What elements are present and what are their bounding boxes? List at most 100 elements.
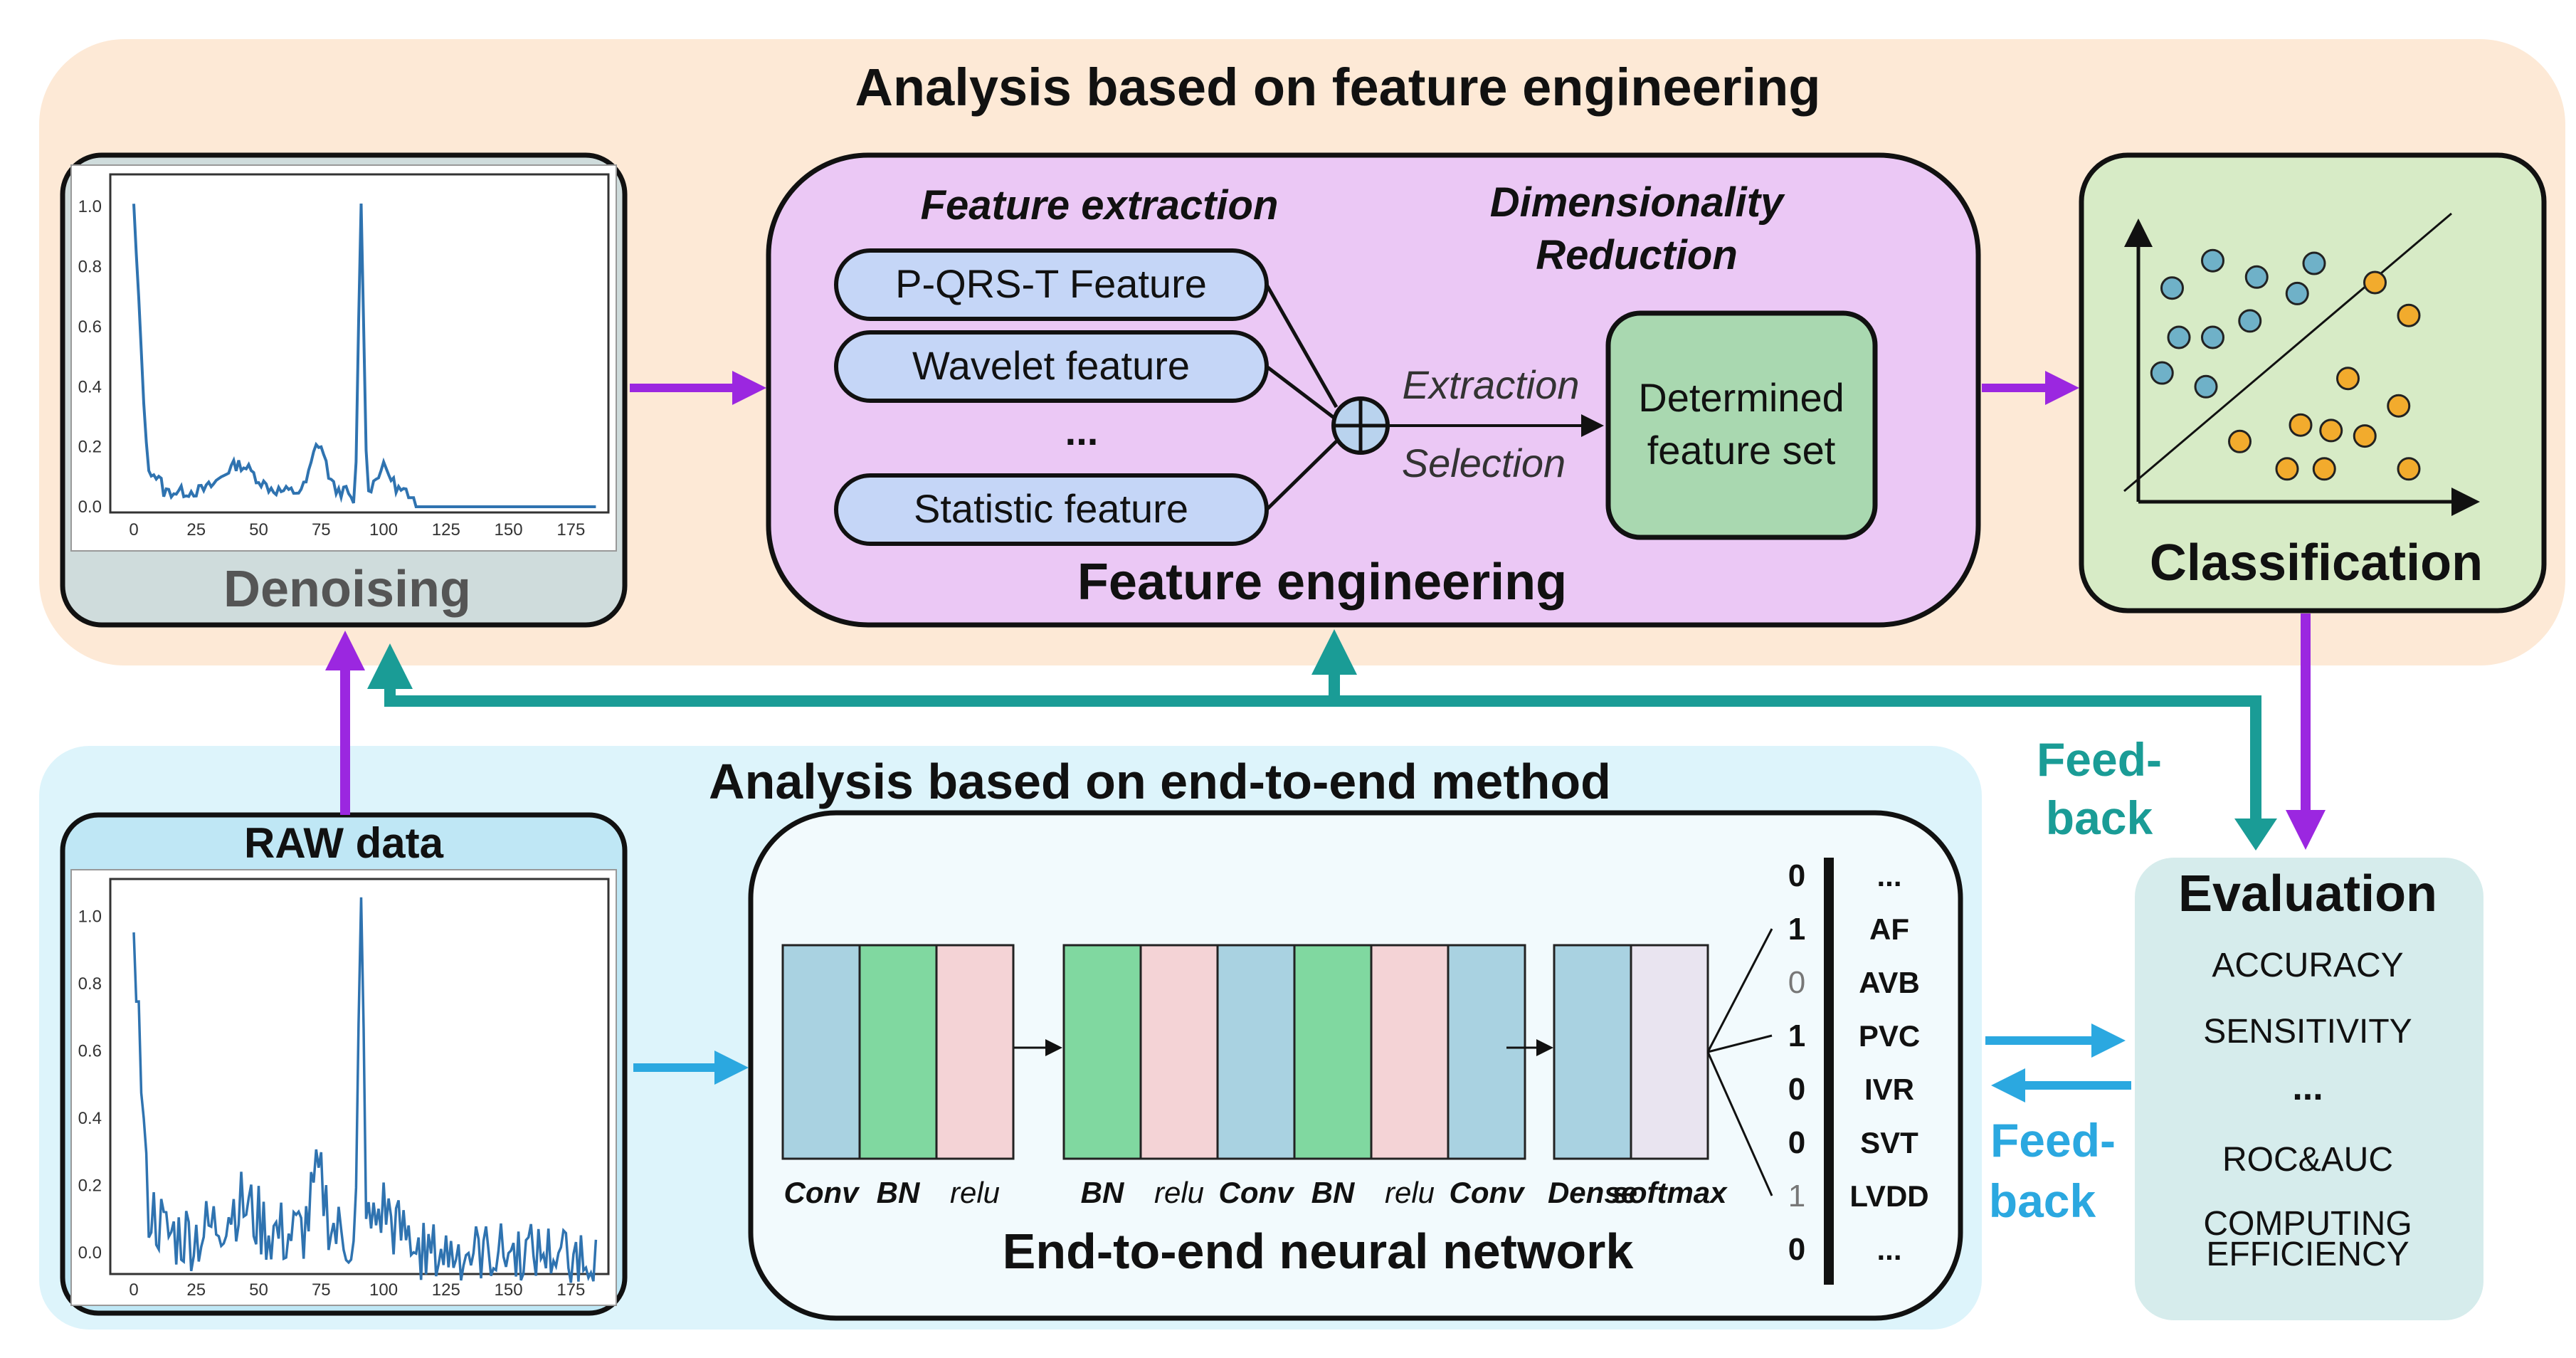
- den-xtick-label: 25: [186, 520, 206, 539]
- evaluation-box: [2135, 858, 2483, 1320]
- metric-sensitivity: SENSITIVITY: [2203, 1013, 2412, 1051]
- scatter-point-class-b: [2336, 367, 2360, 391]
- layer-label: BN: [877, 1176, 921, 1209]
- scatter-point-class-a: [2201, 248, 2224, 273]
- layer-relu: [1370, 944, 1450, 1160]
- layer-conv: [1447, 944, 1526, 1160]
- layer-conv: [781, 944, 861, 1160]
- raw-xtick-label: 150: [495, 1280, 523, 1300]
- layer-label: relu: [950, 1176, 1000, 1209]
- layer-label: softmax: [1612, 1176, 1728, 1209]
- scatter-point-class-b: [2312, 457, 2336, 481]
- feature-extraction-heading: Feature extraction: [921, 182, 1279, 228]
- feature-pill-statistic-label: Statistic feature: [914, 486, 1188, 531]
- raw-xtick-label: 75: [312, 1280, 331, 1300]
- den-ytick-label: 1.0: [78, 197, 102, 216]
- layer-label: Dense: [1548, 1176, 1637, 1209]
- output-class: SVT: [1860, 1126, 1918, 1159]
- layer-dense: [1553, 944, 1632, 1160]
- raw-ytick-label: 0.2: [78, 1176, 102, 1195]
- scatter-point-class-b: [2387, 394, 2411, 418]
- den-ytick-label: 0.6: [78, 317, 102, 337]
- scatter-point-class-a: [2238, 309, 2262, 333]
- bottom-feedback-label-2: back: [1989, 1174, 2096, 1227]
- raw-xtick-label: 25: [186, 1280, 206, 1300]
- output-classes: ...AFAVBPVCIVRSVTLVDD...: [1849, 859, 1928, 1266]
- output-value: 0: [1788, 1125, 1805, 1160]
- feature-engineering-label: Feature engineering: [1077, 554, 1567, 611]
- layer-softmax: [1630, 944, 1709, 1160]
- layer-bn: [1293, 944, 1373, 1160]
- layer-label: relu: [1154, 1176, 1204, 1209]
- scatter-point-class-a: [2201, 325, 2224, 349]
- metric-computing: COMPUTING: [2203, 1205, 2412, 1243]
- layer-relu: [935, 944, 1015, 1160]
- feature-ellipsis: ...: [1065, 409, 1099, 453]
- den-ytick-label: 0.0: [78, 498, 102, 517]
- scatter-point-class-b: [2289, 413, 2313, 437]
- raw-xtick-label: 50: [249, 1280, 268, 1300]
- scatter-point-class-b: [2319, 419, 2343, 443]
- raw-data-label: RAW data: [244, 819, 444, 867]
- top-section-title: Analysis based on feature engineering: [855, 58, 1820, 117]
- scatter-point-class-b: [2275, 457, 2299, 481]
- combine-circle-icon: [1331, 396, 1390, 455]
- scatter-point-class-b: [2397, 457, 2421, 481]
- fanout-line: [1706, 928, 1773, 1053]
- output-value: 0: [1788, 1232, 1805, 1267]
- determined-feature-set-line2: feature set: [1647, 428, 1836, 473]
- output-class: IVR: [1864, 1073, 1914, 1106]
- layer-bn: [858, 944, 938, 1160]
- scatter-point-class-b: [2397, 303, 2421, 327]
- feature-pill-pqrst-label: P-QRS-T Feature: [895, 261, 1207, 306]
- top-feedback-label-1: Feed-: [2037, 733, 2162, 786]
- top-feedback-label-2: back: [2046, 791, 2153, 844]
- den-xtick-label: 0: [129, 520, 138, 539]
- scatter-point-class-b: [2228, 429, 2252, 453]
- den-xtick-label: 100: [369, 520, 398, 539]
- scatter-point-class-a: [2194, 374, 2218, 399]
- fanout-line: [1706, 1051, 1773, 1196]
- output-class: AVB: [1859, 966, 1920, 999]
- layer-label: Conv: [1450, 1176, 1526, 1209]
- den-xtick-label: 50: [249, 520, 268, 539]
- scatter-point-class-b: [2353, 424, 2377, 448]
- denoising-label: Denoising: [223, 561, 471, 618]
- classification-box: [2079, 152, 2547, 614]
- layer-label: BN: [1081, 1176, 1125, 1209]
- raw-ytick-label: 1.0: [78, 907, 102, 926]
- metric-ellipsis: ...: [2292, 1067, 2323, 1108]
- network-label: End-to-end neural network: [1003, 1223, 1634, 1279]
- layer-relu: [1139, 944, 1219, 1160]
- determined-feature-set-box: [1605, 310, 1878, 540]
- raw-xtick-label: 175: [556, 1280, 585, 1300]
- evaluation-label: Evaluation: [2178, 865, 2437, 922]
- output-value: 1: [1788, 1179, 1805, 1214]
- scatter-point-class-a: [2244, 265, 2269, 289]
- scatter-point-class-a: [2160, 276, 2184, 300]
- classification-label: Classification: [2150, 535, 2483, 591]
- bottom-feedback-label-1: Feed-: [1990, 1114, 2116, 1167]
- top-feedback-down-head: [2234, 819, 2277, 851]
- layer-conv: [1216, 944, 1296, 1160]
- fanout-line: [1707, 1034, 1773, 1053]
- layer-bn: [1062, 944, 1142, 1160]
- output-fanout-lines: [1706, 928, 1773, 1196]
- feature-connector-lines: [1265, 283, 1339, 511]
- den-ytick-label: 0.2: [78, 438, 102, 457]
- raw-xtick-label: 0: [129, 1280, 138, 1300]
- metric-efficiency: EFFICIENCY: [2206, 1236, 2409, 1273]
- raw-ytick-label: 0.6: [78, 1041, 102, 1060]
- raw-ytick-label: 0.4: [78, 1109, 102, 1128]
- determined-feature-set-line1: Determined: [1638, 375, 1844, 420]
- layer-label: relu: [1385, 1176, 1435, 1209]
- output-value: 1: [1788, 1018, 1805, 1053]
- den-xtick-label: 150: [495, 520, 523, 539]
- layer-label: Conv: [784, 1176, 861, 1209]
- selection-label: Selection: [1402, 441, 1566, 485]
